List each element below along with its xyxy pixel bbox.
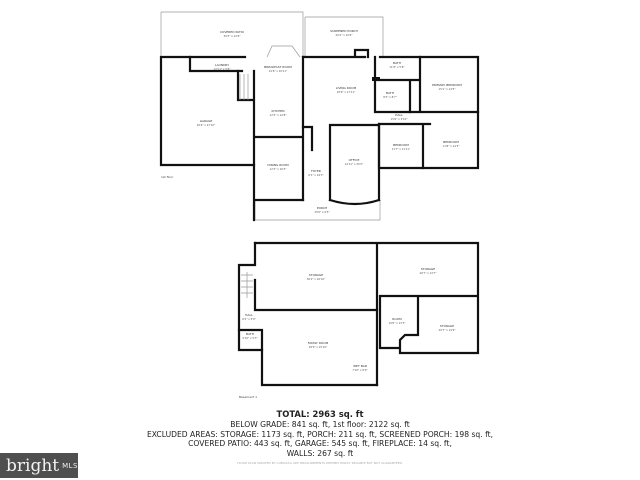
room-name: BREAKFAST ROOM <box>264 65 292 69</box>
basement-labels: STORAGE 30'2" x 16'10" STORAGE 26'7" x 1… <box>239 267 455 399</box>
room-dims: 12'3" x 16'3" <box>270 167 287 171</box>
area-line: BELOW GRADE: 841 sq. ft, 1st floor: 2122… <box>230 419 410 429</box>
room-name: ROOM <box>392 317 402 321</box>
room-name: COVERED PATIO <box>220 30 245 34</box>
room-name: WET BAR <box>353 364 367 368</box>
room-name: FOYER <box>311 169 321 173</box>
room-name: PRIMARY BEDROOM <box>432 83 462 87</box>
room-dims: 12'11" x 20'2" <box>345 162 364 166</box>
room-name: LAUNDRY <box>215 63 229 67</box>
room-dims: 12'3" x 12'8" <box>270 113 287 117</box>
room-name: DINING ROOM <box>267 163 289 167</box>
room-dims: 10'6" x 13'3" <box>389 321 406 325</box>
room-name: GARAGE <box>200 119 213 123</box>
room-dims: 11'7" x 11'11" <box>392 147 411 151</box>
area-line: EXCLUDED AREAS: STORAGE: 1173 sq. ft, PO… <box>146 429 494 439</box>
room-dims: 20'2" x 10'6" <box>336 33 353 37</box>
floor-label: 1st floor <box>161 175 174 179</box>
room-name: HALL <box>395 113 403 117</box>
first-floor-plan <box>159 11 480 222</box>
room-name: BEDROOM <box>443 140 459 144</box>
room-name: BATH <box>386 91 394 95</box>
room-dims: 20'7" x 14'9" <box>439 328 456 332</box>
first-floor-labels: COVERED PATIO 30'3" x 12'6" SCREENED POR… <box>161 29 462 214</box>
room-dims: 30'2" x 16'10" <box>307 277 326 281</box>
bright-mls-logo: bright MLS <box>0 453 78 478</box>
fireplace <box>372 77 380 81</box>
room-name: LIVING ROOM <box>336 86 357 90</box>
room-dims: 15'1" x 14'5" <box>439 87 456 91</box>
room-name: STORAGE <box>309 273 323 277</box>
room-name: BEDROOM <box>393 143 409 147</box>
credit-text: FLOOR PLAN CREATED BY CUBICASA APP. MEAS… <box>237 460 403 465</box>
room-dims: 6'1" x 19'3" <box>308 173 323 177</box>
room-name: PORCH <box>317 206 327 210</box>
room-dims: 26'7" x 13'7" <box>420 271 437 275</box>
area-line: WALLS: 267 sq. ft <box>286 449 354 459</box>
logo-suffix: MLS <box>62 461 78 470</box>
basement-plan <box>237 241 480 387</box>
room-dims: 29'9" x 15'10" <box>309 345 328 349</box>
room-name: OFFICE <box>349 158 360 162</box>
room-name: SCREENED PORCH <box>330 29 358 33</box>
room-dims: 33'6" x 6'5" <box>314 210 329 214</box>
room-dims: 6'2" x 5'0" <box>242 317 256 321</box>
room-name: FAMILY ROOM <box>308 341 329 345</box>
room-dims: 12'11" x 5'8" <box>214 67 231 71</box>
room-dims: 8'3" x 8'7" <box>383 95 397 99</box>
room-dims: 15'6" x 3'10" <box>391 117 408 121</box>
floor-label: Basement 1 <box>239 395 257 399</box>
room-name: STORAGE <box>421 267 435 271</box>
room-dims: 30'3" x 12'6" <box>224 34 241 38</box>
room-dims: 12'6" x 10'11" <box>269 69 288 73</box>
room-dims: 20'4" x 27'10" <box>197 123 216 127</box>
room-name: BATH <box>393 61 401 65</box>
room-dims: 11'8" x 14'3" <box>443 144 460 148</box>
room-dims: 7'10" x 8'0" <box>352 368 367 372</box>
room-dims: 11'8" x 5'8" <box>389 65 404 69</box>
room-dims: 18'6" x 17'11" <box>337 90 356 94</box>
logo-brand: bright <box>6 455 60 476</box>
room-dims: 5'10" x 5'3" <box>242 336 257 340</box>
room-name: STORAGE <box>440 324 454 328</box>
area-summary: TOTAL: 2963 sq. ft BELOW GRADE: 841 sq. … <box>0 409 640 467</box>
room-name: KITCHEN <box>272 109 285 113</box>
room-name: BATH <box>246 332 254 336</box>
area-line: COVERED PATIO: 443 sq. ft, GARAGE: 545 s… <box>188 439 452 449</box>
total-area: TOTAL: 2963 sq. ft <box>276 409 364 419</box>
room-name: HALL <box>245 313 253 317</box>
